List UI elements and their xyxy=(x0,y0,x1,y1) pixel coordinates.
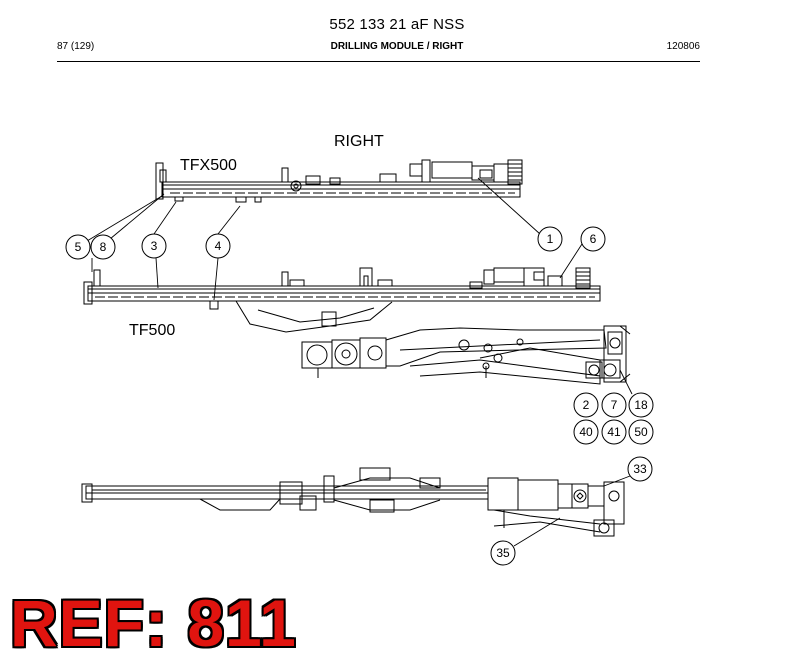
boom-assembly xyxy=(235,300,631,385)
upper-feed-beam xyxy=(155,159,523,203)
callout-50: 50 xyxy=(634,425,648,439)
callout-6: 6 xyxy=(590,232,597,246)
callout-circle-2 xyxy=(573,392,599,418)
callout-7: 7 xyxy=(611,398,618,412)
side-label: RIGHT xyxy=(334,133,384,150)
callout-circle-40 xyxy=(573,419,599,445)
callout-circles xyxy=(65,226,654,566)
callout-1: 1 xyxy=(547,232,554,246)
callout-35: 35 xyxy=(496,546,510,560)
callout-33: 33 xyxy=(633,462,647,476)
lower-feed-label: TF500 xyxy=(129,322,176,339)
callout-circle-3 xyxy=(141,233,167,259)
callout-circle-41 xyxy=(601,419,627,445)
section-title: DRILLING MODULE / RIGHT xyxy=(330,41,464,52)
callout-circle-5 xyxy=(65,234,91,260)
callout-circle-7 xyxy=(601,392,627,418)
callout-3: 3 xyxy=(151,239,158,253)
leader-lines xyxy=(81,177,633,547)
callout-circle-8 xyxy=(90,234,116,260)
callout-circle-4 xyxy=(205,233,231,259)
callout-circle-18 xyxy=(628,392,654,418)
callout-40: 40 xyxy=(579,425,593,439)
callout-18: 18 xyxy=(634,398,648,412)
callout-41: 41 xyxy=(607,425,621,439)
page-number: 87 (129) xyxy=(57,41,95,52)
callout-4: 4 xyxy=(215,239,222,253)
callout-8: 8 xyxy=(100,240,107,254)
upper-feed-label: TFX500 xyxy=(180,157,237,174)
document-number: 552 133 21 aF NSS xyxy=(329,16,465,33)
callout-5: 5 xyxy=(75,240,82,254)
callout-circle-35 xyxy=(490,540,516,566)
callout-circle-33 xyxy=(627,456,653,482)
header-rule xyxy=(57,61,700,62)
callout-2: 2 xyxy=(583,398,590,412)
callout-circle-6 xyxy=(580,226,606,252)
callout-circle-1 xyxy=(537,226,563,252)
date-code: 120806 xyxy=(666,41,700,52)
reference-stamp: REF: 811 xyxy=(10,586,297,660)
bottom-view-assembly xyxy=(81,467,625,537)
callout-circle-50 xyxy=(628,419,654,445)
lower-feed-beam xyxy=(83,267,601,310)
